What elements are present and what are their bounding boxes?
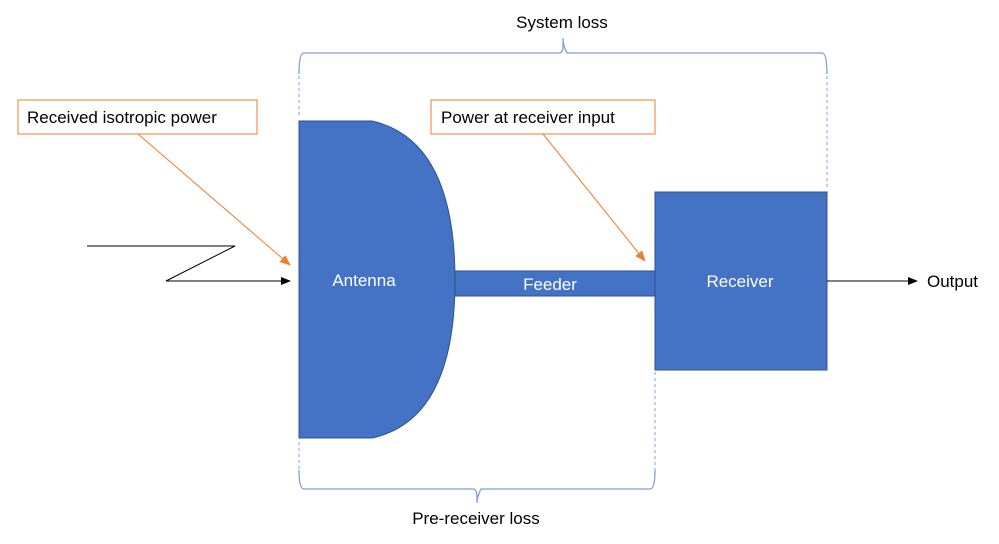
receiver-label: Receiver (706, 272, 773, 291)
callout-received-isotropic-power-label: Received isotropic power (27, 108, 217, 127)
feeder-block[interactable] (454, 270, 656, 297)
antenna-label: Antenna (332, 271, 396, 290)
callout-arrow-received-isotropic-power (137, 133, 291, 266)
pre-receiver-loss-label: Pre-receiver loss (412, 509, 540, 528)
output-label: Output (927, 272, 978, 291)
callout-arrow-power-at-receiver-input (542, 133, 646, 262)
callout-received-isotropic-power (17, 99, 258, 135)
feeder-label: Feeder (523, 275, 577, 294)
system-loss-label: System loss (516, 13, 608, 32)
pre-receiver-loss-brace (298, 469, 656, 504)
callout-power-at-receiver-input-label: Power at receiver input (441, 108, 615, 127)
system-loss-brace (298, 37, 828, 75)
incoming-signal-arrow (87, 245, 291, 285)
